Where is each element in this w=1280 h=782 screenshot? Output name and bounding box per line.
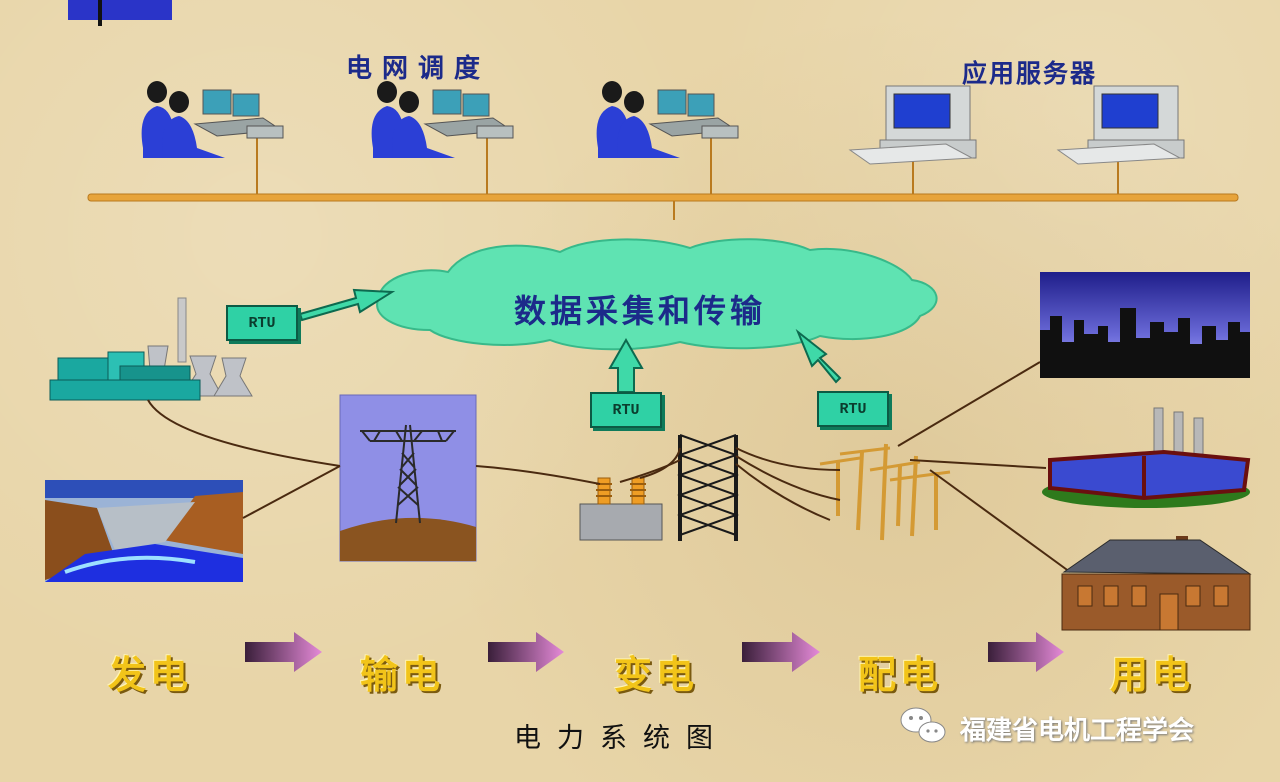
cloud-label: 数据采集和传输: [514, 292, 767, 330]
city-skyline-icon: [1040, 272, 1250, 378]
power-lines: [147, 361, 1071, 573]
substation-tower-icon: [677, 434, 739, 541]
app-server-label: 应用服务器: [962, 59, 1098, 88]
distribution-poles-icon: [819, 443, 951, 541]
stage-transformation: 变电: [614, 652, 699, 697]
stage-consumption: 用电: [1110, 652, 1195, 697]
operator-workstation-icon: [141, 81, 284, 158]
operator-workstation-icon: [371, 81, 514, 158]
rtu-box-distribution: RTU: [817, 391, 889, 427]
factory-icon: [1042, 407, 1251, 508]
rtu-box-substation: RTU: [590, 392, 662, 428]
power-plant-icon: [49, 297, 253, 401]
diagram-caption: 电力系统图: [514, 723, 729, 754]
operator-workstation-icon: [596, 81, 739, 158]
stage-transmission: 输电: [360, 652, 445, 697]
watermark-text: 福建省电机工程学会: [960, 716, 1195, 746]
transformer-icon: [579, 477, 663, 541]
rtu-uplink-arrows: [298, 288, 842, 393]
wechat-icon: [900, 707, 946, 743]
house-icon: [1061, 536, 1252, 631]
stage-generation: 发电: [108, 652, 193, 697]
data-cloud: [376, 238, 938, 351]
stage-flow-arrows: [245, 632, 1064, 672]
network-bus: [87, 138, 1239, 220]
corner-decoration: [68, 0, 172, 20]
server-computer-icon: [1056, 85, 1185, 165]
server-computer-icon: [848, 85, 977, 165]
hydro-dam-icon: [45, 480, 243, 582]
dispatch-label: 电网调度: [346, 54, 491, 84]
corner-decoration-stem: [98, 0, 102, 26]
rtu-box-plant: RTU: [226, 305, 298, 341]
stage-distribution: 配电: [858, 652, 943, 697]
transmission-tower-icon: [339, 394, 477, 562]
